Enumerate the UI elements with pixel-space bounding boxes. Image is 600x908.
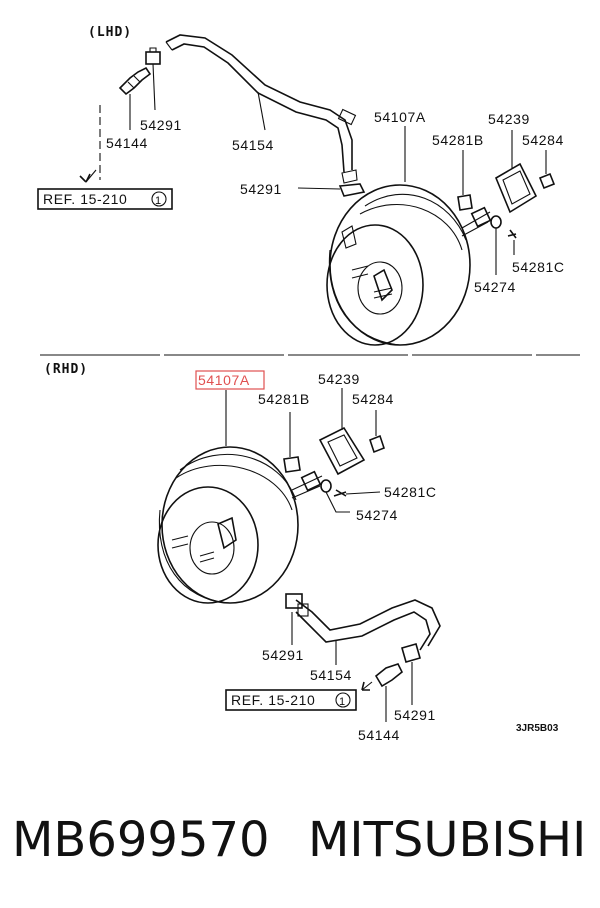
rhd-booster-studs bbox=[291, 470, 323, 499]
lhd-label-54154: 54154 bbox=[232, 137, 274, 153]
lhd-section: (LHD) REF. 15-210 bbox=[37, 25, 565, 346]
drawing-code: 3JR5B03 bbox=[516, 723, 559, 734]
rhd-header: (RHD) bbox=[44, 362, 88, 377]
rhd-ref-box: REF. 15-210 1 bbox=[225, 689, 357, 711]
lhd-washer-clip bbox=[490, 215, 517, 275]
lhd-label-54281b: 54281B bbox=[432, 132, 484, 148]
lhd-brake-booster bbox=[326, 184, 471, 346]
lhd-check-valve bbox=[118, 66, 152, 96]
lhd-hose-clamp-mid bbox=[297, 183, 366, 197]
lhd-label-54291-mid: 54291 bbox=[240, 181, 282, 197]
rhd-label-54284: 54284 bbox=[352, 391, 394, 407]
rhd-label-54154: 54154 bbox=[310, 667, 352, 683]
lhd-booster-studs bbox=[461, 206, 492, 237]
rhd-pin bbox=[283, 412, 301, 473]
lhd-nut bbox=[538, 150, 556, 190]
footer-brand: MITSUBISHI bbox=[308, 812, 586, 868]
rhd-label-54144: 54144 bbox=[358, 727, 400, 743]
lhd-label-54107a: 54107A bbox=[374, 109, 426, 125]
rhd-washer-clip bbox=[320, 479, 381, 513]
rhd-label-54274: 54274 bbox=[356, 507, 398, 523]
lhd-label-54274: 54274 bbox=[474, 279, 516, 295]
rhd-brake-booster bbox=[157, 446, 299, 604]
rhd-highlight-box bbox=[195, 370, 265, 390]
lhd-vacuum-hose bbox=[165, 34, 358, 184]
lhd-ref-num: 1 bbox=[155, 195, 162, 207]
rhd-vacuum-hose bbox=[285, 593, 441, 651]
rhd-section: (RHD) bbox=[44, 362, 559, 743]
rhd-label-54281b: 54281B bbox=[258, 391, 310, 407]
lhd-ref-box: REF. 15-210 1 bbox=[37, 188, 173, 210]
rhd-label-54281c: 54281C bbox=[384, 484, 437, 500]
rhd-hose-clamp-end bbox=[401, 643, 421, 705]
rhd-nut bbox=[369, 410, 385, 454]
footer-part-number: MB699570 bbox=[12, 812, 270, 868]
lhd-pin bbox=[457, 150, 473, 211]
lhd-label-54284: 54284 bbox=[522, 132, 564, 148]
lhd-label-54144: 54144 bbox=[106, 135, 148, 151]
rhd-label-54239: 54239 bbox=[318, 371, 360, 387]
rhd-label-54107a: 54107A bbox=[198, 372, 250, 388]
lhd-header: (LHD) bbox=[88, 25, 132, 40]
rhd-check-valve bbox=[361, 663, 404, 722]
lhd-ref-text: REF. 15-210 bbox=[43, 191, 127, 207]
rhd-ref-text: REF. 15-210 bbox=[231, 692, 315, 708]
rhd-gasket bbox=[318, 388, 366, 476]
lhd-label-54239: 54239 bbox=[488, 111, 530, 127]
lhd-label-54291-top: 54291 bbox=[140, 117, 182, 133]
lhd-gasket bbox=[494, 130, 538, 214]
rhd-label-54291-right: 54291 bbox=[394, 707, 436, 723]
lhd-label-54281c: 54281C bbox=[512, 259, 565, 275]
rhd-label-54291-left: 54291 bbox=[262, 647, 304, 663]
rhd-ref-num: 1 bbox=[339, 696, 346, 708]
lhd-hose-clamp-top bbox=[145, 47, 161, 65]
